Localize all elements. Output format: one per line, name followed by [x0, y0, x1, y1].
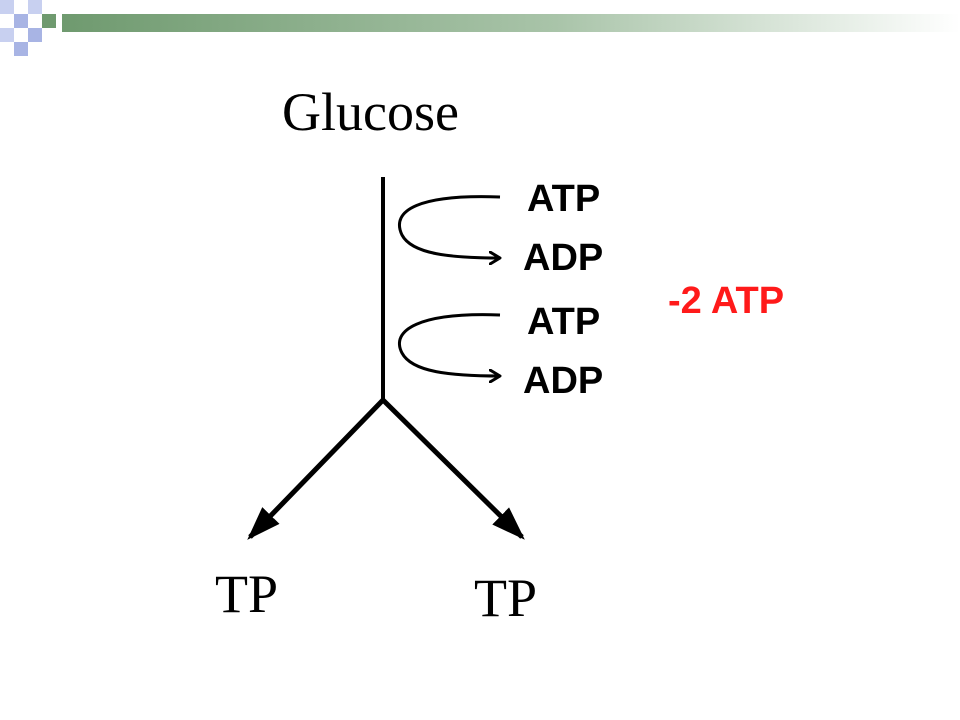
- step-2-curved-arrow: [398, 313, 500, 376]
- step-2-input-label: ATP: [527, 301, 600, 343]
- step-1-output-label: ADP: [523, 237, 603, 279]
- header-square: [28, 28, 42, 42]
- step-2-output-label: ADP: [523, 360, 603, 402]
- header-square: [14, 14, 28, 28]
- header-gradient-bar: [62, 14, 960, 32]
- step-1-curved-arrow: [398, 195, 500, 258]
- header-square: [28, 0, 42, 14]
- header-square: [42, 14, 56, 28]
- slide-header-band: [0, 0, 960, 56]
- step-1-input-label: ATP: [527, 178, 600, 220]
- split-arrow-left: [247, 398, 385, 540]
- net-atp-label: -2 ATP: [668, 280, 784, 322]
- header-square: [0, 0, 14, 14]
- product-label-left: TP: [215, 564, 278, 624]
- header-square: [0, 28, 14, 42]
- substrate-label: Glucose: [282, 82, 459, 142]
- header-square: [14, 42, 28, 56]
- split-arrow-right: [381, 398, 525, 540]
- product-label-right: TP: [474, 568, 537, 628]
